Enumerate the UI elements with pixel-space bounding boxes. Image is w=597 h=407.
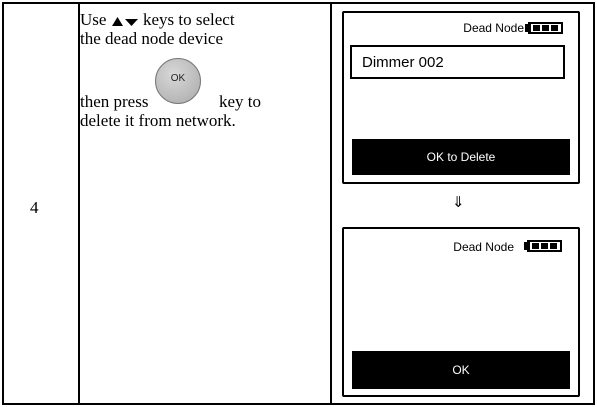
instruction-then-press-label: then press [80,92,149,111]
column-divider-1 [78,4,80,403]
ok-to-delete-bar: OK to Delete [352,139,570,175]
instruction-line-4: delete it from network. [80,111,236,130]
ok-key-label: OK [170,73,186,84]
down-arrow-icon: ⇓ [452,193,465,211]
selected-device-item: Dimmer 002 [350,45,565,79]
instruction-keys-label: keys to select [142,10,235,29]
instruction-key-to-label: key to [218,92,261,111]
ok-bar: OK [352,351,570,389]
device-screen-confirm: Dead Node OK [342,227,580,397]
battery-icon [525,22,563,34]
device-name: Dimmer 002 [362,54,444,71]
up-triangle-icon [111,16,123,26]
step-number: 4 [30,198,39,217]
column-divider-2 [330,4,332,403]
screen-title: Dead Node [463,21,524,35]
instruction-line-1: Use keys to select [80,10,235,29]
battery-icon [524,240,562,252]
device-screen-delete: Dead Node Dimmer 002 OK to Delete [342,11,580,184]
instruction-line-3: then press key to [80,92,261,111]
down-triangle-icon [124,18,138,26]
instruction-line-2: the dead node device [80,29,224,48]
screen-title: Dead Node [453,240,514,254]
instruction-use-label: Use [80,10,107,29]
ok-key-icon: OK [155,58,201,104]
